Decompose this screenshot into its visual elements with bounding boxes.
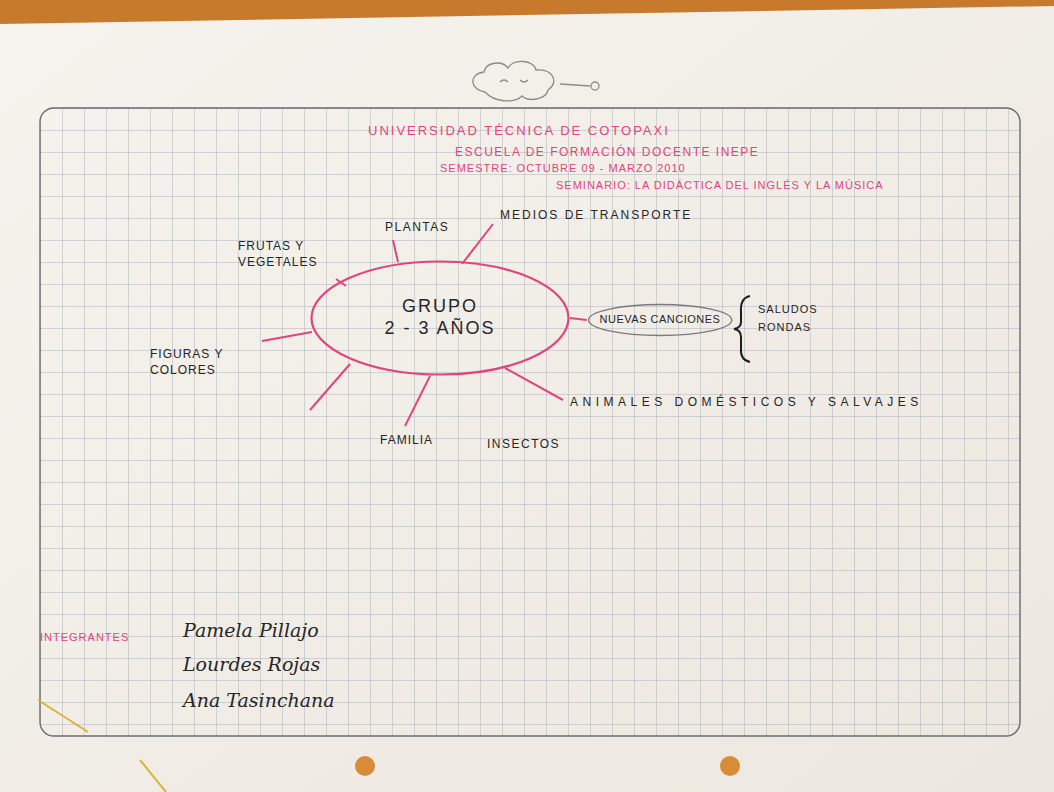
paper-sheet xyxy=(0,6,1054,792)
label-slot: Lourdes Rojas xyxy=(183,652,320,678)
member-name: Pamela Pillajo xyxy=(183,618,319,644)
branch-rays xyxy=(262,224,563,426)
header-line: SEMINARIO: LA DIDÁCTICA DEL INGLÉS Y LA … xyxy=(556,178,884,193)
thread xyxy=(140,760,166,792)
title-slot: UNIVERSIDAD TÉCNICA DE COTOPAXI xyxy=(368,122,670,140)
title: UNIVERSIDAD TÉCNICA DE COTOPAXI xyxy=(368,122,670,140)
label-slot: INSECTOS xyxy=(487,436,560,452)
branch-topic: ANIMALES DOMÉSTICOS Y SALVAJES xyxy=(570,394,923,410)
label-slot: FAMILIA xyxy=(380,432,433,448)
member-name: Lourdes Rojas xyxy=(183,652,320,678)
label-slot: SALUDOS xyxy=(758,302,818,317)
label-slot: INTEGRANTES xyxy=(40,630,129,645)
label-slot: PLANTAS xyxy=(385,219,449,235)
branch-topic: MEDIOS DE TRANSPORTE xyxy=(500,207,692,223)
branch-topic: FAMILIA xyxy=(380,432,433,448)
branch-ray xyxy=(310,364,350,410)
connector-line xyxy=(570,318,587,320)
branch-ray xyxy=(393,240,398,262)
label-slot: SEMESTRE: OCTUBRE 09 - MARZO 2010 xyxy=(440,161,686,176)
central-ellipse: GRUPO2 - 3 AÑOS xyxy=(310,260,570,376)
ellipse-shape xyxy=(588,305,731,336)
topic-ellipse: NUEVAS CANCIONES xyxy=(587,303,733,337)
header-line: ESCUELA DE FORMACIÓN DOCENTE INEPE xyxy=(455,144,759,160)
branch-ray xyxy=(405,376,430,426)
thread xyxy=(38,700,88,732)
punch-hole xyxy=(720,756,740,776)
song-type: SALUDOS xyxy=(758,302,818,317)
label-slot: ESCUELA DE FORMACIÓN DOCENTE INEPE xyxy=(455,144,759,160)
branch-topic: FIGURAS Y COLORES xyxy=(150,346,246,378)
ellipse-shape xyxy=(312,262,569,375)
branch-ray xyxy=(505,368,563,400)
song-type: RONDAS xyxy=(758,320,811,335)
label-slot: ANIMALES DOMÉSTICOS Y SALVAJES xyxy=(570,394,923,410)
label-slot: RONDAS xyxy=(758,320,811,335)
curly-bracket xyxy=(734,296,750,362)
header-line: SEMESTRE: OCTUBRE 09 - MARZO 2010 xyxy=(440,161,686,176)
node-text: GRUPO xyxy=(402,296,478,318)
branch-ray xyxy=(462,224,493,264)
branch-ray xyxy=(262,332,312,341)
label-slot: Pamela Pillajo xyxy=(183,618,319,644)
pencil-sketch xyxy=(473,61,599,101)
label-slot: FRUTAS Y VEGETALES xyxy=(238,238,334,270)
member-name: Ana Tasinchana xyxy=(183,688,335,714)
branch-topic: INSECTOS xyxy=(487,436,560,452)
label-slot: MEDIOS DE TRANSPORTE xyxy=(500,207,692,223)
branch-topic: FRUTAS Y VEGETALES xyxy=(238,238,334,270)
punch-hole xyxy=(355,756,375,776)
members-heading: INTEGRANTES xyxy=(40,630,129,645)
node-text: NUEVAS CANCIONES xyxy=(600,313,721,326)
label-slot: SEMINARIO: LA DIDÁCTICA DEL INGLÉS Y LA … xyxy=(556,178,884,193)
label-slot: Ana Tasinchana xyxy=(183,688,335,714)
label-slot: FIGURAS Y COLORES xyxy=(150,346,246,378)
grid-area xyxy=(40,108,1020,736)
node-text: 2 - 3 AÑOS xyxy=(384,318,495,340)
branch-topic: PLANTAS xyxy=(385,219,449,235)
